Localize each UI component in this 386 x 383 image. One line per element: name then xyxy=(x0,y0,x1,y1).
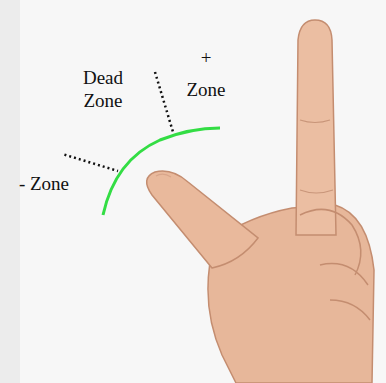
motion-arc xyxy=(103,128,220,215)
zone-label: Dead Zone xyxy=(73,66,133,112)
zone-boundary xyxy=(64,154,118,172)
index-finger xyxy=(296,20,336,235)
panel xyxy=(20,0,386,383)
thumb xyxy=(147,171,258,268)
zone-label: + Zone xyxy=(180,42,232,106)
finger-creases xyxy=(300,120,333,193)
zone-boundary xyxy=(155,72,173,132)
zone-label: - Zone xyxy=(18,168,70,200)
curled-fingers xyxy=(300,209,370,320)
thumbnail xyxy=(156,174,171,177)
